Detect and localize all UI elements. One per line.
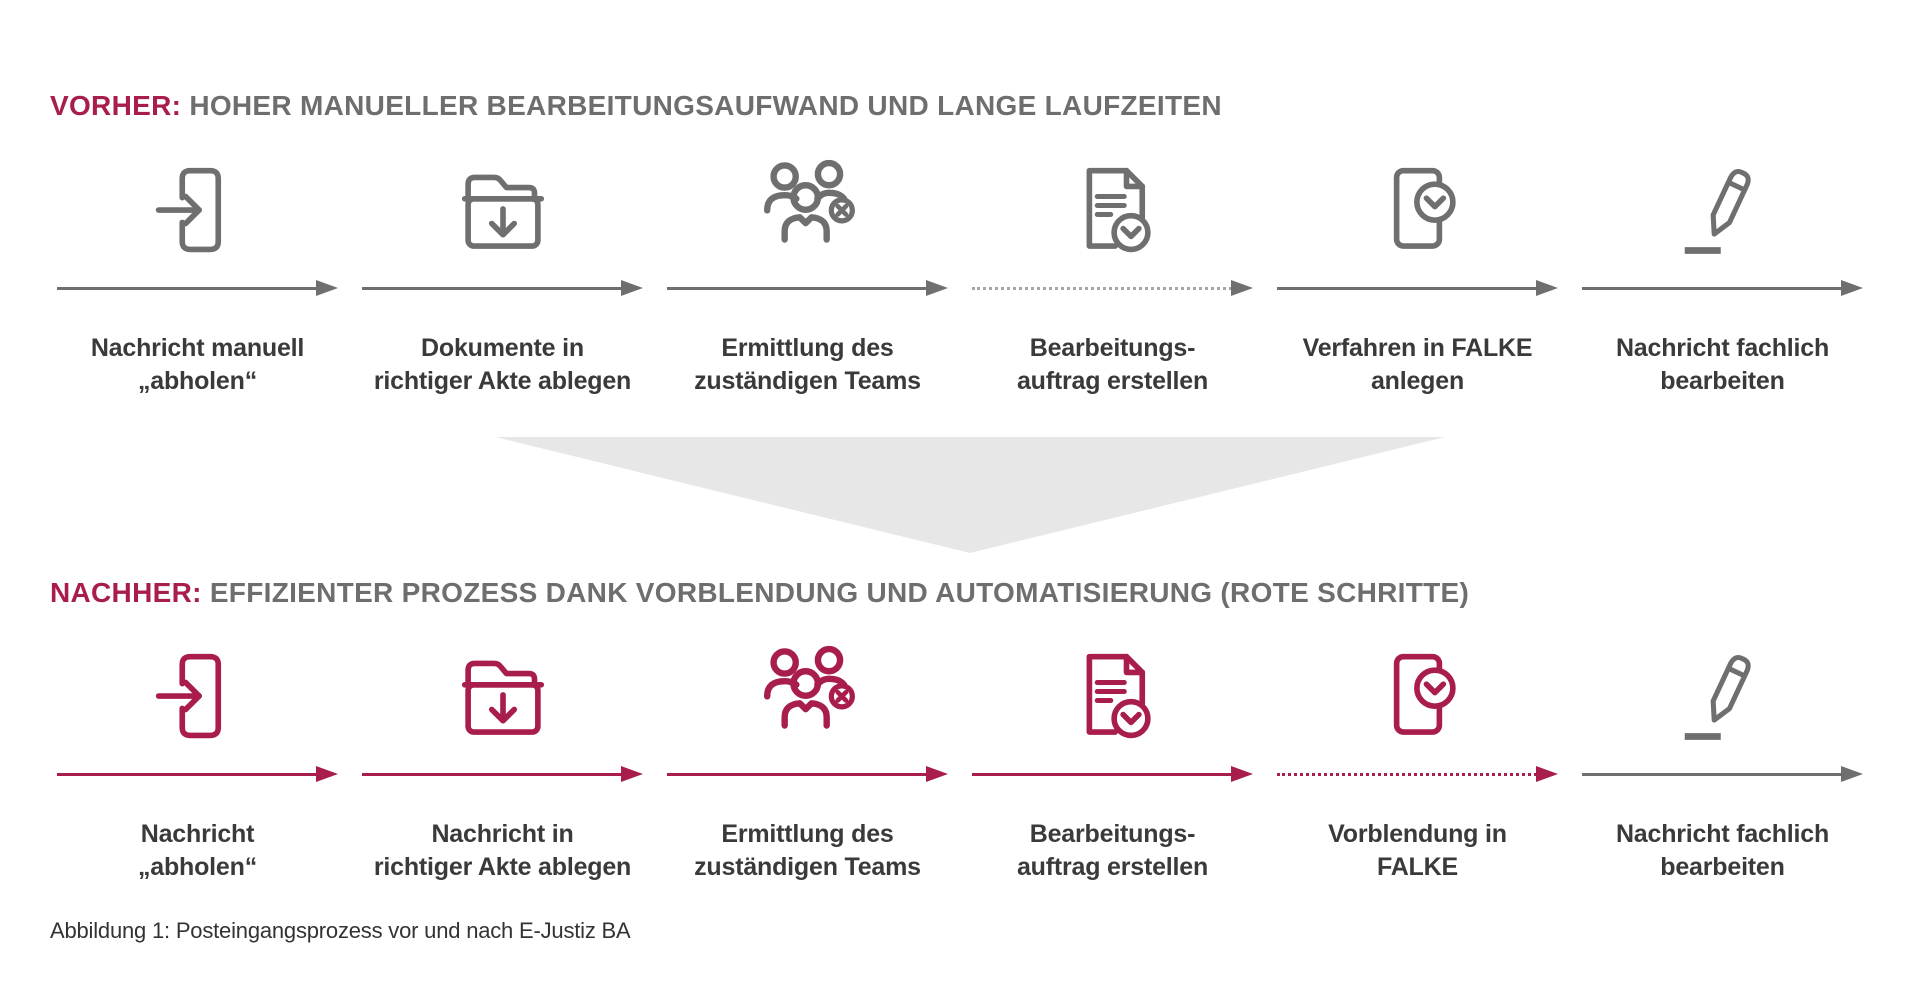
flow-arrow [655,756,960,792]
flow-arrow [1570,270,1875,306]
process-step: Bearbeitungs- auftrag erstellen [960,142,1265,398]
nachher-section-header: NACHHER: EFFIZIENTER PROZESS DANK VORBLE… [50,577,1469,609]
vorher-section-header: VORHER: HOHER MANUELLER BEARBEITUNGSAUFW… [50,90,1222,122]
arrow-head [316,766,338,782]
flow-arrow [350,756,655,792]
arrow-line [1582,772,1842,776]
pencil-icon [1669,142,1777,264]
document-check-icon [1059,142,1167,264]
step-label: Bearbeitungs- auftrag erstellen [1016,820,1209,881]
flow-arrow [1265,756,1570,792]
card-check-icon [1364,628,1472,750]
process-step: Nachricht „abholen“ [45,628,350,884]
step-label: Nachricht in richtiger Akte ablegen [373,820,632,881]
nachher-label: NACHHER: [50,577,202,608]
process-step: Nachricht fachlich bearbeiten [1570,628,1875,884]
arrow-line [1277,286,1537,290]
team-icon [752,142,864,264]
step-label: Nachricht fachlich bearbeiten [1615,820,1830,881]
step-label: Bearbeitungs- auftrag erstellen [1016,334,1209,395]
arrow-head [1536,280,1558,296]
arrow-line [667,772,927,776]
card-check-icon [1364,142,1472,264]
flow-arrow [960,756,1265,792]
document-check-icon [1059,628,1167,750]
arrow-head [1536,766,1558,782]
folder-download-icon [449,142,557,264]
flow-arrow [350,270,655,306]
process-step: Ermittlung des zuständigen Teams [655,142,960,398]
folder-download-icon [449,628,557,750]
flow-arrow [655,270,960,306]
nachher-title: EFFIZIENTER PROZESS DANK VORBLENDUNG UND… [209,577,1470,608]
flow-arrow [45,756,350,792]
step-label: Nachricht fachlich bearbeiten [1615,334,1830,395]
transition-arrow-down [495,437,1445,553]
arrow-line [1582,286,1842,290]
arrow-head [316,280,338,296]
pencil-icon [1669,628,1777,750]
step-label: Verfahren in FALKE anlegen [1302,334,1533,395]
vorher-label: VORHER: [50,90,182,121]
process-step: Nachricht in richtiger Akte ablegen [350,628,655,884]
arrow-head [1841,280,1863,296]
arrow-head [1231,766,1253,782]
arrow-line [57,772,317,776]
process-step: Bearbeitungs- auftrag erstellen [960,628,1265,884]
arrow-head [1841,766,1863,782]
arrow-line [362,772,622,776]
arrow-line [1277,772,1537,776]
arrow-head [926,766,948,782]
flow-arrow [45,270,350,306]
team-icon [752,628,864,750]
process-step: Vorblendung in FALKE [1265,628,1570,884]
flow-arrow [1570,756,1875,792]
vorher-title: HOHER MANUELLER BEARBEITUNGSAUFWAND UND … [189,90,1222,121]
step-label: Dokumente in richtiger Akte ablegen [373,334,632,395]
step-label: Ermittlung des zuständigen Teams [694,334,921,395]
arrow-line [972,772,1232,776]
arrow-head [621,766,643,782]
process-step: Dokumente in richtiger Akte ablegen [350,142,655,398]
arrow-head [1231,280,1253,296]
step-label: Nachricht „abholen“ [137,820,258,881]
process-step: Nachricht fachlich bearbeiten [1570,142,1875,398]
process-step: Verfahren in FALKE anlegen [1265,142,1570,398]
vorher-process-row: Nachricht manuell „abholen“ Dokumente in… [45,142,1875,398]
arrow-head [621,280,643,296]
message-inbox-icon [144,142,252,264]
process-step: Nachricht manuell „abholen“ [45,142,350,398]
nachher-process-row: Nachricht „abholen“ Nachricht in richtig… [45,628,1875,884]
arrow-line [362,286,622,290]
arrow-line [57,286,317,290]
step-label: Nachricht manuell „abholen“ [90,334,305,395]
flow-arrow [1265,270,1570,306]
message-inbox-icon [144,628,252,750]
process-step: Ermittlung des zuständigen Teams [655,628,960,884]
arrow-line [667,286,927,290]
step-label: Ermittlung des zuständigen Teams [694,820,921,881]
flow-arrow [960,270,1265,306]
figure-caption: Abbildung 1: Posteingangsprozess vor und… [50,918,631,943]
arrow-head [926,280,948,296]
arrow-line [972,286,1232,290]
step-label: Vorblendung in FALKE [1328,820,1507,881]
